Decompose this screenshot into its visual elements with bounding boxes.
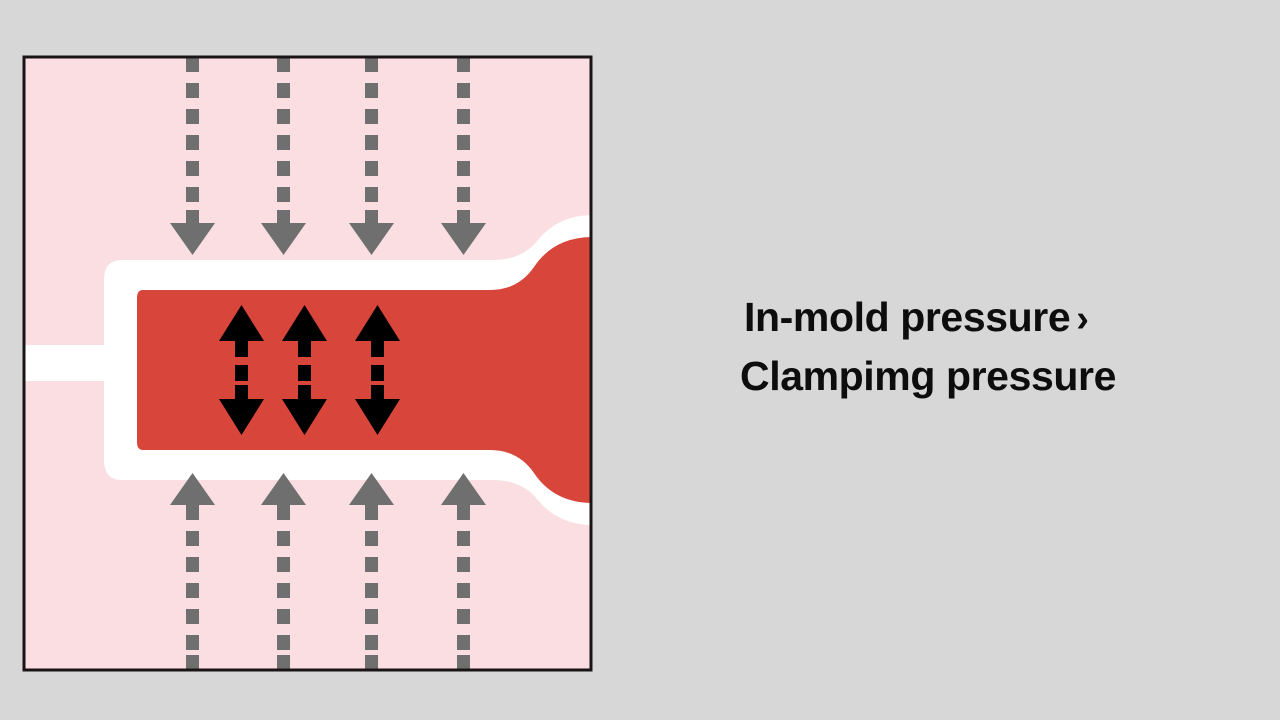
in-mold-pressure-arrows [219,305,400,435]
mold-diagram-panel [22,55,593,672]
pressure-arrow-pair-3 [355,305,400,435]
clamping-arrow-bottom-3 [349,473,394,670]
clamping-arrow-top-4 [441,57,486,255]
clamping-arrow-bottom-2 [261,473,306,670]
caption-line-1-text: In-mold pressure [744,294,1071,340]
mold-frame-border [22,55,593,672]
molded-part-with-flash [137,237,591,503]
caption-line-clamping-pressure: Clampimg pressure [740,352,1116,399]
mold-diagram-svg [22,55,593,672]
pressure-arrow-pair-2 [282,305,327,435]
clamping-arrows-bottom [170,473,486,670]
caption-block: In-mold pressure› Clampimg pressure [740,288,1260,405]
clamping-arrow-top-3 [349,57,394,255]
pressure-arrow-pair-1 [219,305,264,435]
clamping-arrow-top-2 [261,57,306,255]
clamping-arrow-top-1 [170,57,215,255]
clamping-arrow-bottom-1 [170,473,215,670]
caption-line-in-mold-pressure: In-mold pressure› [740,288,1260,347]
greater-than-icon: › [1076,298,1089,340]
clamping-arrow-bottom-4 [441,473,486,670]
clamping-arrows-top [170,57,486,255]
